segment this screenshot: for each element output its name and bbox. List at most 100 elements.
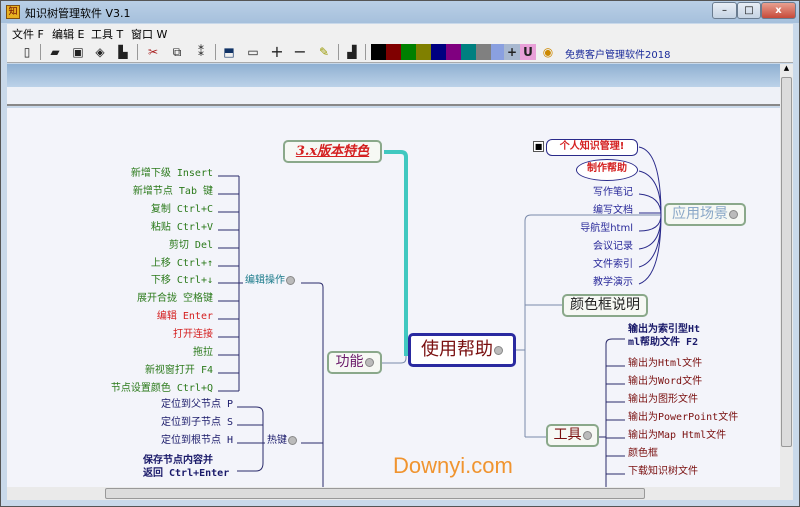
connector-lines [218,146,662,487]
promo-icon: ◉ [542,45,554,59]
scenarios-label: 应用场景 [672,206,728,222]
scenario-item[interactable]: 编写文档 [593,205,633,216]
open-folder-icon[interactable]: ▰ [50,45,60,59]
scenario-help[interactable]: 制作帮助 [576,159,638,181]
edit-op-item[interactable]: 新视窗打开 F4 [144,364,213,376]
hotkeys-bracket [237,406,323,472]
color-swatch[interactable] [431,44,446,60]
edit-op-item[interactable]: 新增节点 Tab 键 [132,185,213,197]
edit-op-item[interactable]: 复制 Ctrl+C [150,203,213,215]
separator [40,44,41,60]
cut-icon[interactable]: ✂ [147,45,159,59]
collapse-icon[interactable] [729,209,738,219]
vertical-scrollbar[interactable]: ▲ [780,64,793,487]
edit-op-item[interactable]: 下移 Ctrl+↓ [150,275,213,287]
scenario-item[interactable]: 文件索引 [593,259,633,270]
plus-button[interactable]: + [504,44,520,60]
tools-item[interactable]: 输出为图形文件 [628,394,698,405]
scenarios-node[interactable]: 应用场景 [664,203,746,226]
horizontal-scrollbar[interactable] [7,487,793,500]
tools-label: 工具 [553,427,582,443]
save-as-icon[interactable]: ▙ [118,45,128,59]
export-icon[interactable]: ▟ [347,45,357,59]
insert-node-icon[interactable]: ⬒ [223,45,235,59]
edit-op-item[interactable]: 新增下级 Insert [130,168,213,179]
close-button[interactable]: x [761,2,796,19]
edit-op-item[interactable]: 拖拉 [193,347,213,358]
right-trunk [516,214,661,438]
vertical-scroll-thumb[interactable] [781,77,792,447]
window-icon[interactable]: ▭ [247,45,259,59]
tools-item[interactable]: 输出为Map Html文件 [628,430,727,441]
feature-link [384,150,408,356]
tools-export-index-line2[interactable]: ml帮助文件 F2 [628,337,699,348]
mindmap-canvas[interactable]: 3.x版本特色 新增下级 Insert 新增节点 Tab 键复制 Ctrl+C 粘贴… [7,108,780,487]
hotkey-item[interactable]: 定位到根节点 H [160,435,233,446]
edit-op-item[interactable]: 粘贴 Ctrl+V [150,221,213,233]
tools-bracket [599,338,625,487]
root-node[interactable]: 使用帮助 [408,333,516,367]
hotkey-item[interactable]: 定位到父节点 P [160,399,233,410]
hotkey-item[interactable]: 定位到子节点 S [160,417,233,428]
paste-icon[interactable]: ⁑ [198,45,204,59]
preview-icon[interactable]: ◈ [95,45,105,59]
color-swatch[interactable] [491,44,506,60]
scenario-pkm[interactable]: 个人知识管理! [546,139,638,156]
edit-op-item[interactable]: 上移 Ctrl+↑ [150,257,213,269]
hotkeys-node[interactable]: 热键 [267,435,297,447]
edit-op-item[interactable]: 编辑 Enter [156,311,213,323]
underline-button[interactable]: U [520,44,536,60]
tools-export-index-line1[interactable]: 输出为索引型Ht [628,324,701,335]
horizontal-scroll-thumb[interactable] [105,488,645,499]
collapse-icon[interactable] [286,275,295,285]
edit-op-item[interactable]: 打开连接 [173,329,213,341]
color-swatch[interactable] [401,44,416,60]
collapse-icon[interactable]: − [293,42,307,61]
scroll-up-icon[interactable]: ▲ [783,64,790,72]
tools-item[interactable]: 输出为Html文件 [628,358,703,369]
edit-op-item[interactable]: 展开合拢 空格键 [136,293,213,305]
watermark: Downyi.com [393,453,513,478]
copy-icon[interactable]: ⧉ [172,45,182,59]
menu-edit[interactable]: 编辑 E [52,28,85,41]
tools-item[interactable]: 颜色框 [628,448,658,459]
color-swatch[interactable] [416,44,431,60]
collapse-icon[interactable] [582,430,592,440]
scenario-item[interactable]: 教学演示 [593,277,633,288]
edit-op-item[interactable]: 节点设置颜色 Ctrl+Q [110,382,213,394]
scenario-item[interactable]: 会议记录 [593,241,633,252]
collapse-icon[interactable] [494,345,503,355]
menu-window[interactable]: 窗口 W [131,28,168,41]
tools-item[interactable]: 输出为Word文件 [628,376,703,387]
scenario-item[interactable]: 导航型html [580,223,633,234]
collapse-icon[interactable] [364,357,374,367]
maximize-button[interactable]: □ [737,2,761,19]
color-box-node[interactable]: 颜色框说明 [562,294,648,317]
color-swatch[interactable] [461,44,476,60]
promo-link[interactable]: 免费客户管理软件2018 [565,50,671,61]
tools-item[interactable]: 输出为PowerPoint文件 [628,412,739,423]
expand-icon[interactable]: + [270,42,284,61]
title-bar: 知 知识树管理软件 V3.1 – □ x [1,1,799,23]
color-swatch[interactable] [446,44,461,60]
function-label: 功能 [335,354,364,370]
edit-op-item[interactable]: 剪切 Del [168,239,213,251]
checkbox-icon[interactable]: ■ [533,141,544,152]
minimize-button[interactable]: – [712,2,737,19]
edit-ops-node[interactable]: 编辑操作 [245,275,295,287]
menu-file[interactable]: 文件 F [12,28,44,41]
tools-node[interactable]: 工具 [546,424,599,447]
color-swatch[interactable] [371,44,386,60]
color-swatch[interactable] [386,44,401,60]
collapse-icon[interactable] [288,435,297,445]
scenario-item[interactable]: 写作笔记 [593,187,633,198]
function-node[interactable]: 功能 [327,351,382,374]
menu-tools[interactable]: 工具 T [91,28,124,41]
color-swatch[interactable] [476,44,491,60]
tools-item[interactable]: 下载知识树文件 [628,466,698,477]
find-icon[interactable]: ✎ [318,45,330,59]
feature-node[interactable]: 3.x版本特色 [283,140,382,163]
new-file-icon[interactable]: ▯ [23,45,31,59]
save-icon[interactable]: ▣ [72,45,84,59]
